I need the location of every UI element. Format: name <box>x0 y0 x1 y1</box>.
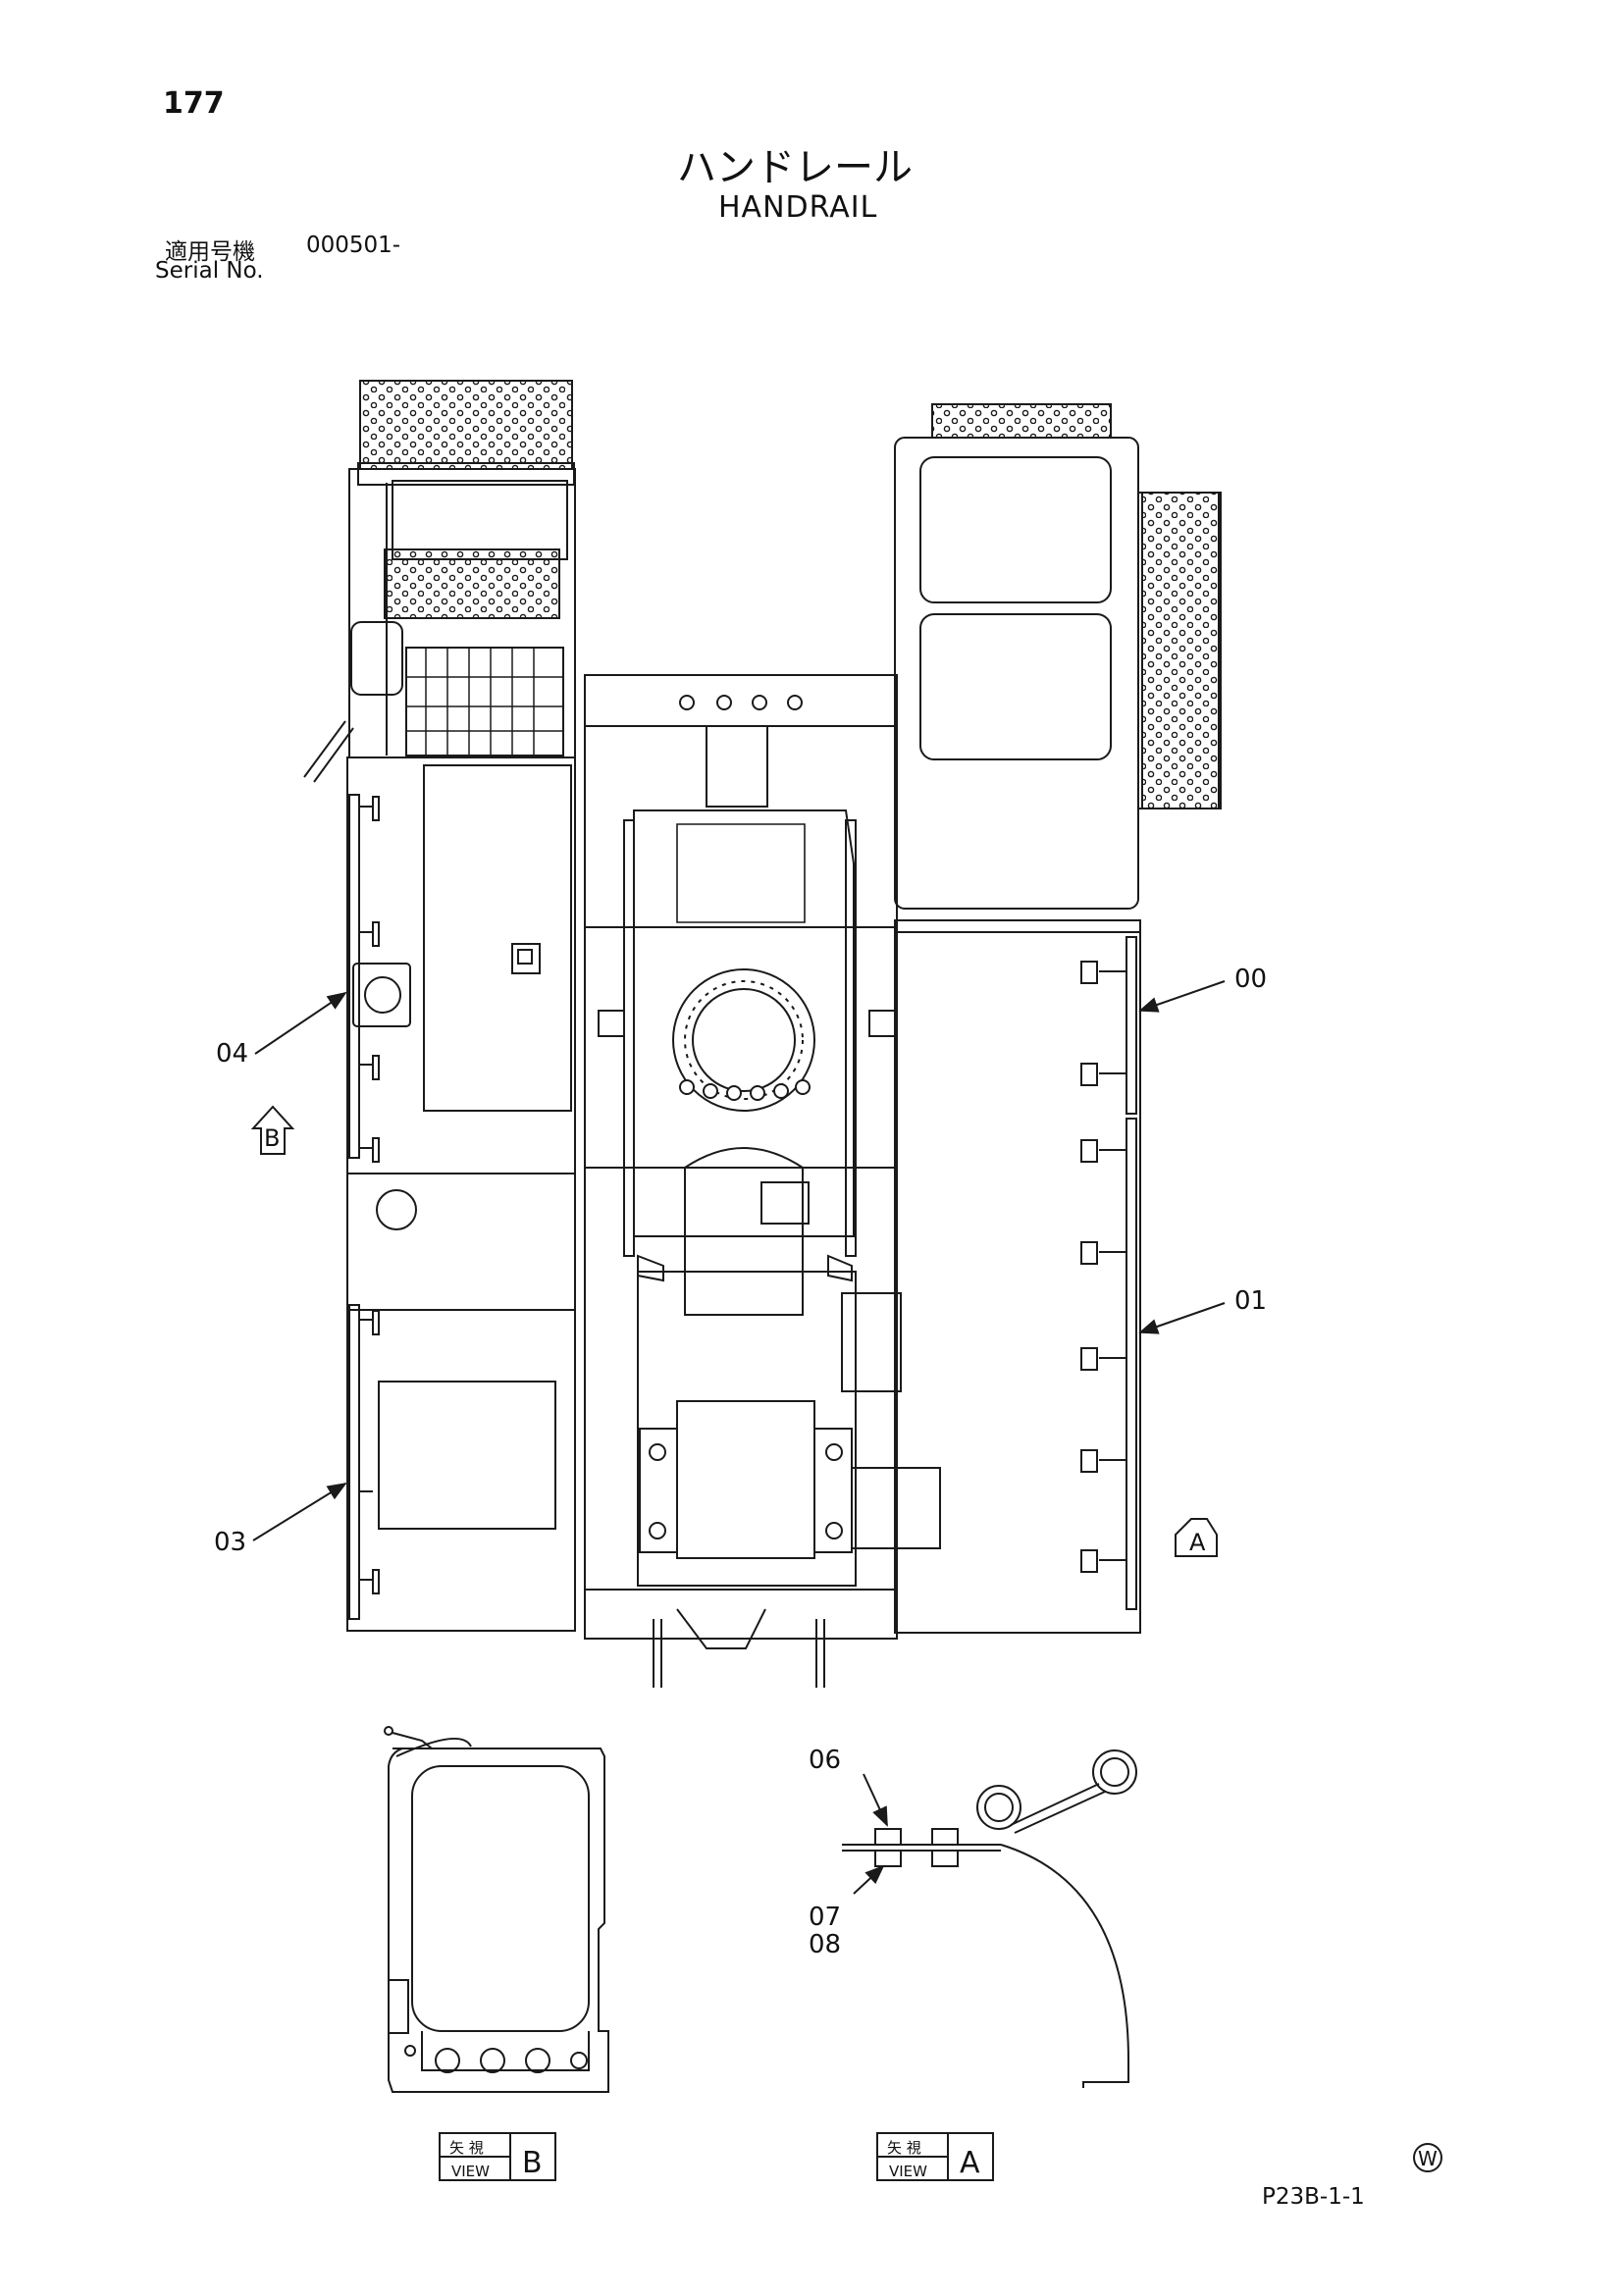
page-number: 177 <box>163 86 225 121</box>
swing-bearing <box>672 968 815 1112</box>
view-b-label: 矢 視 VIEW B <box>439 2132 556 2181</box>
handrail-00 <box>1080 936 1137 1115</box>
svg-text:VIEW: VIEW <box>451 2163 490 2180</box>
callout-07: 07 <box>809 1903 841 1932</box>
left-top-step-grating <box>359 380 573 470</box>
callout-00-leader <box>1138 980 1226 1013</box>
page-code: P23B-1-1 <box>1262 2184 1365 2210</box>
callout-03: 03 <box>214 1528 246 1557</box>
handrail-03 <box>348 1304 380 1620</box>
callout-04-leader <box>254 991 347 1055</box>
view-marker-a: A <box>1175 1518 1218 1557</box>
svg-text:B: B <box>522 2146 543 2180</box>
svg-text:A: A <box>960 2146 980 2180</box>
handrail-04 <box>348 794 380 1163</box>
svg-text:W: W <box>1418 2147 1438 2170</box>
title-japanese: ハンドレール <box>677 145 913 190</box>
operator-cab <box>894 437 1139 910</box>
view-marker-b: B <box>250 1105 295 1155</box>
svg-text:B: B <box>264 1124 280 1152</box>
callout-00: 00 <box>1234 965 1267 994</box>
serial-value: 000501- <box>306 233 401 258</box>
serial-label-english: Serial No. <box>155 258 264 284</box>
left-deck-frame <box>346 757 576 1632</box>
callout-06: 06 <box>809 1746 841 1775</box>
serial-label-japanese: 適用号機 <box>165 239 255 265</box>
callout-01-leader <box>1138 1302 1226 1334</box>
callout-04: 04 <box>216 1039 248 1069</box>
callout-01: 01 <box>1234 1286 1267 1316</box>
view-a-detail: 06 07 08 <box>809 1746 1137 2088</box>
view-b-detail <box>384 1726 609 2093</box>
circled-w-symbol: W <box>1413 2143 1442 2172</box>
title-english: HANDRAIL <box>718 190 878 225</box>
center-frame <box>584 674 898 1640</box>
right-deck <box>894 919 1141 1634</box>
svg-text:VIEW: VIEW <box>889 2163 927 2180</box>
svg-text:A: A <box>1189 1529 1206 1556</box>
handrail-01 <box>1080 1118 1137 1610</box>
callout-03-leader <box>252 1482 347 1541</box>
right-top-step-grating <box>931 403 1112 439</box>
main-plan-view: 00 01 04 03 B A <box>214 380 1267 1688</box>
upperstructure-outline <box>633 809 855 1237</box>
svg-text:矢 視: 矢 視 <box>449 2139 484 2157</box>
callout-08: 08 <box>809 1930 841 1959</box>
right-side-step-grating <box>1141 492 1220 809</box>
view-a-label: 矢 視 VIEW A <box>876 2132 994 2181</box>
svg-text:矢 視: 矢 視 <box>887 2139 921 2157</box>
